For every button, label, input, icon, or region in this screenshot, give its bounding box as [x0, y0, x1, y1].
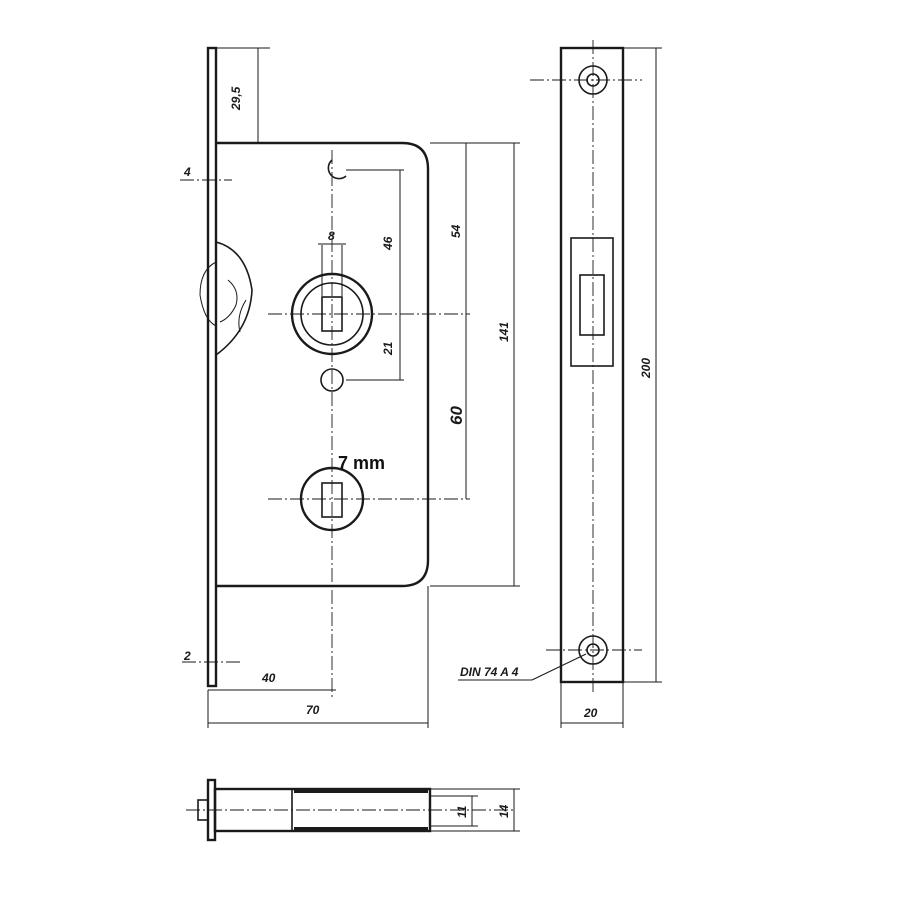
- label-7mm: 7 mm: [338, 453, 385, 473]
- strike-plate: [559, 46, 625, 684]
- dim-46: 46: [381, 236, 395, 251]
- dim-40: 40: [261, 671, 276, 685]
- dim-141: 141: [497, 322, 511, 342]
- side-view: 200 20 DIN 74 A 4: [458, 40, 662, 728]
- front-view: 29,5 4 8 46 21 54 60 141 7 mm 2 40: [180, 46, 520, 728]
- top-slot: [327, 159, 347, 180]
- dim-21: 21: [381, 341, 395, 356]
- dim-14: 14: [497, 804, 511, 818]
- latch-inner: [579, 274, 605, 336]
- screw-hole: [320, 368, 344, 392]
- latch-opening: [570, 237, 614, 367]
- dim-70: 70: [306, 703, 320, 717]
- lock-case: [216, 141, 430, 588]
- din-callout: DIN 74 A 4: [460, 665, 519, 679]
- dim-200: 200: [639, 358, 653, 379]
- dim-29-5: 29,5: [229, 86, 243, 111]
- dim-2: 2: [183, 649, 191, 663]
- dim-11: 11: [455, 805, 469, 818]
- faceplate: [206, 46, 218, 688]
- bottom-view: 11 14: [186, 778, 520, 842]
- dim-8: 8: [328, 229, 335, 243]
- dim-60: 60: [447, 406, 466, 425]
- latch-bolt: [215, 241, 253, 356]
- dim-54: 54: [449, 224, 463, 238]
- dim-20: 20: [583, 706, 598, 720]
- dim-4: 4: [183, 165, 191, 179]
